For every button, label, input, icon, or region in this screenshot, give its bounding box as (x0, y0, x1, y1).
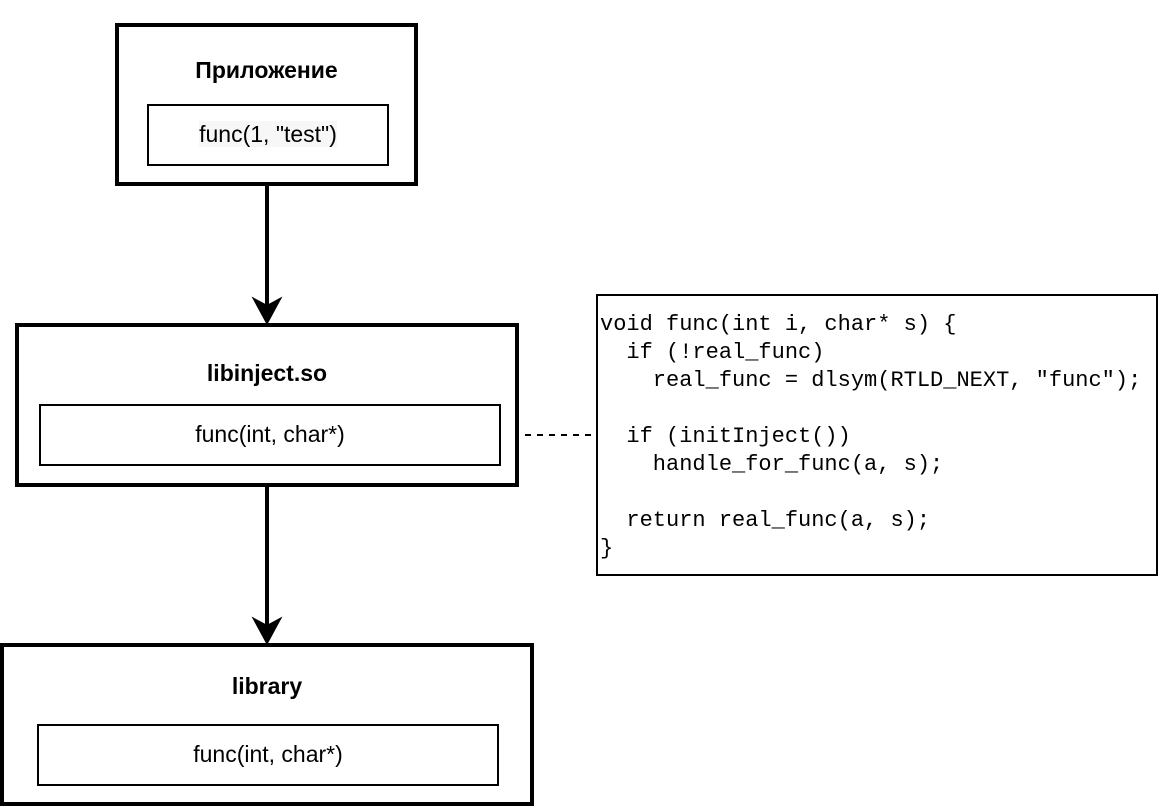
app-node-title: Приложение (195, 57, 338, 83)
app-node: Приложение func(1, "test") (115, 23, 418, 186)
app-call-text: func(1, "test") (199, 121, 337, 147)
library-node-title: library (231, 673, 303, 699)
libinject-node-title: libinject.so (206, 360, 328, 386)
code-note-text: void func(int i, char* s) { if (!real_fu… (600, 312, 1142, 561)
app-call-box: func(1, "test") (147, 104, 389, 166)
libinject-node: libinject.so func(int, char*) (15, 323, 519, 487)
library-func-box: func(int, char*) (37, 724, 499, 786)
arrow-inject-to-library-head (251, 616, 283, 646)
arrow-app-to-inject-head (251, 296, 283, 326)
libinject-func-text: func(int, char*) (195, 421, 345, 447)
library-func-text: func(int, char*) (193, 741, 343, 767)
library-node: library func(int, char*) (0, 643, 534, 806)
libinject-func-box: func(int, char*) (39, 404, 501, 466)
code-note: void func(int i, char* s) { if (!real_fu… (596, 294, 1158, 576)
